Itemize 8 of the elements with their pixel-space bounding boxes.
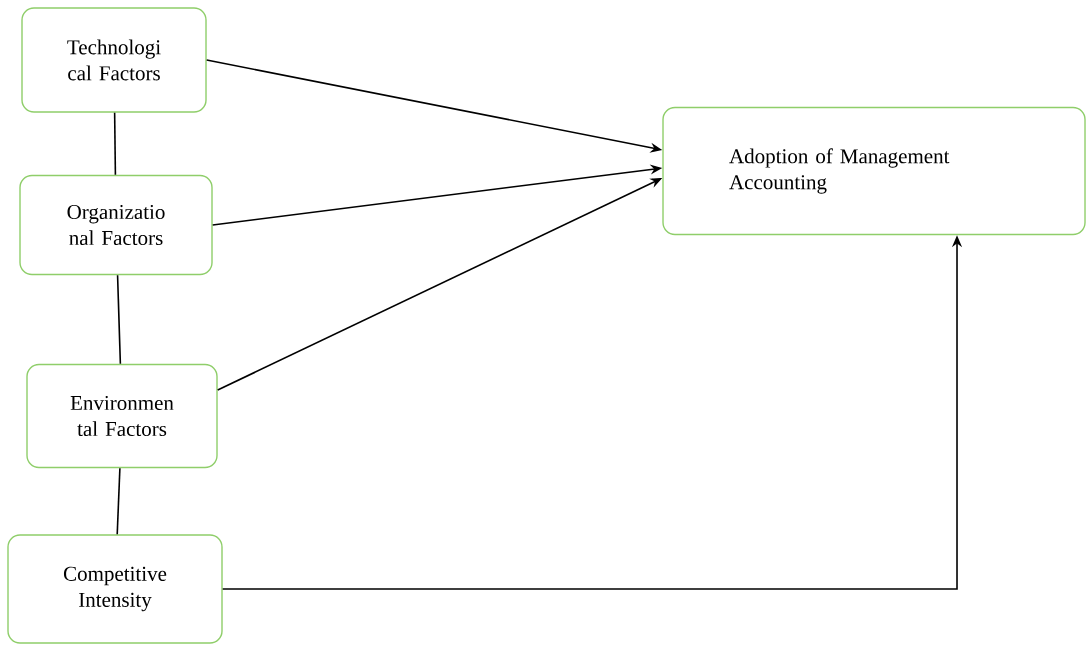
factor-box: Environmen tal Factors — [26, 363, 218, 469]
connector-line — [116, 274, 122, 365]
factor-box: Technologi cal Factors — [21, 7, 207, 113]
factor-box: Competitive Intensity — [7, 534, 223, 644]
factor-box: Organizatio nal Factors — [19, 174, 213, 276]
outcome-box: Adoption of Management Accounting — [662, 106, 1086, 236]
connector-line — [113, 111, 117, 176]
connector-line — [116, 467, 121, 536]
